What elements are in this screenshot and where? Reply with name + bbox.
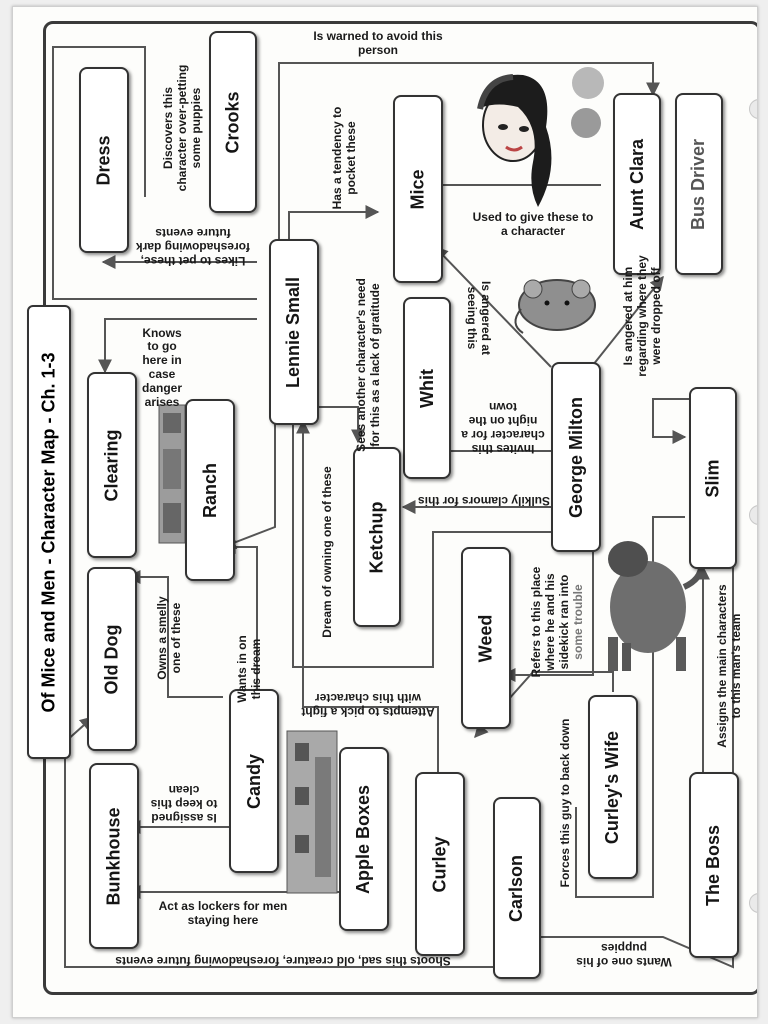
node-whit[interactable]: Whit [403, 297, 451, 479]
node-crooks[interactable]: Crooks [209, 31, 257, 213]
edge-label-shoots: Shoots this sad, old creature, foreshado… [115, 953, 451, 968]
node-dress[interactable]: Dress [79, 67, 129, 253]
page-title: Of Mice and Men - Character Map - Ch. 1-… [27, 305, 71, 759]
edge-label-dream: Dream of owning one of these [320, 466, 335, 638]
node-curley[interactable]: Curley [415, 772, 465, 956]
node-candy[interactable]: Candy [229, 689, 279, 873]
node-carlson[interactable]: Carlson [493, 797, 541, 979]
speech-bubble-icon [571, 67, 604, 138]
edge-label-warned: Is warned to avoid this person [313, 29, 443, 57]
edge-label-forces: Forces this guy to back down [558, 718, 573, 888]
ranch-barn-photo [158, 404, 186, 544]
node-apple-boxes[interactable]: Apple Boxes [339, 747, 389, 931]
node-clearing[interactable]: Clearing [87, 372, 137, 558]
girl-face-illustration [477, 74, 552, 207]
node-slim[interactable]: Slim [689, 387, 737, 569]
node-bunkhouse[interactable]: Bunkhouse [89, 763, 139, 949]
node-old-dog[interactable]: Old Dog [87, 567, 137, 751]
node-curleys-wife[interactable]: Curley's Wife [588, 695, 638, 879]
node-george-milton[interactable]: George Milton [551, 362, 601, 552]
mouse-illustration [514, 279, 596, 334]
node-aunt-clara[interactable]: Aunt Clara [613, 93, 661, 275]
node-ketchup[interactable]: Ketchup [353, 447, 401, 627]
dog-photo [608, 541, 705, 671]
node-the-boss[interactable]: The Boss [689, 772, 739, 958]
worksheet-page: Crooks Dress Mice Aunt Clara Bus Driver … [12, 6, 758, 1018]
node-lennie-small[interactable]: Lennie Small [269, 239, 319, 425]
node-ranch[interactable]: Ranch [185, 399, 235, 581]
bunkhouse-photo [286, 730, 338, 894]
edge-label-sulkily: Sulkily clamors for this [417, 493, 551, 508]
node-bus-driver[interactable]: Bus Driver [675, 93, 723, 275]
node-weed[interactable]: Weed [461, 547, 511, 729]
node-mice[interactable]: Mice [393, 95, 443, 283]
